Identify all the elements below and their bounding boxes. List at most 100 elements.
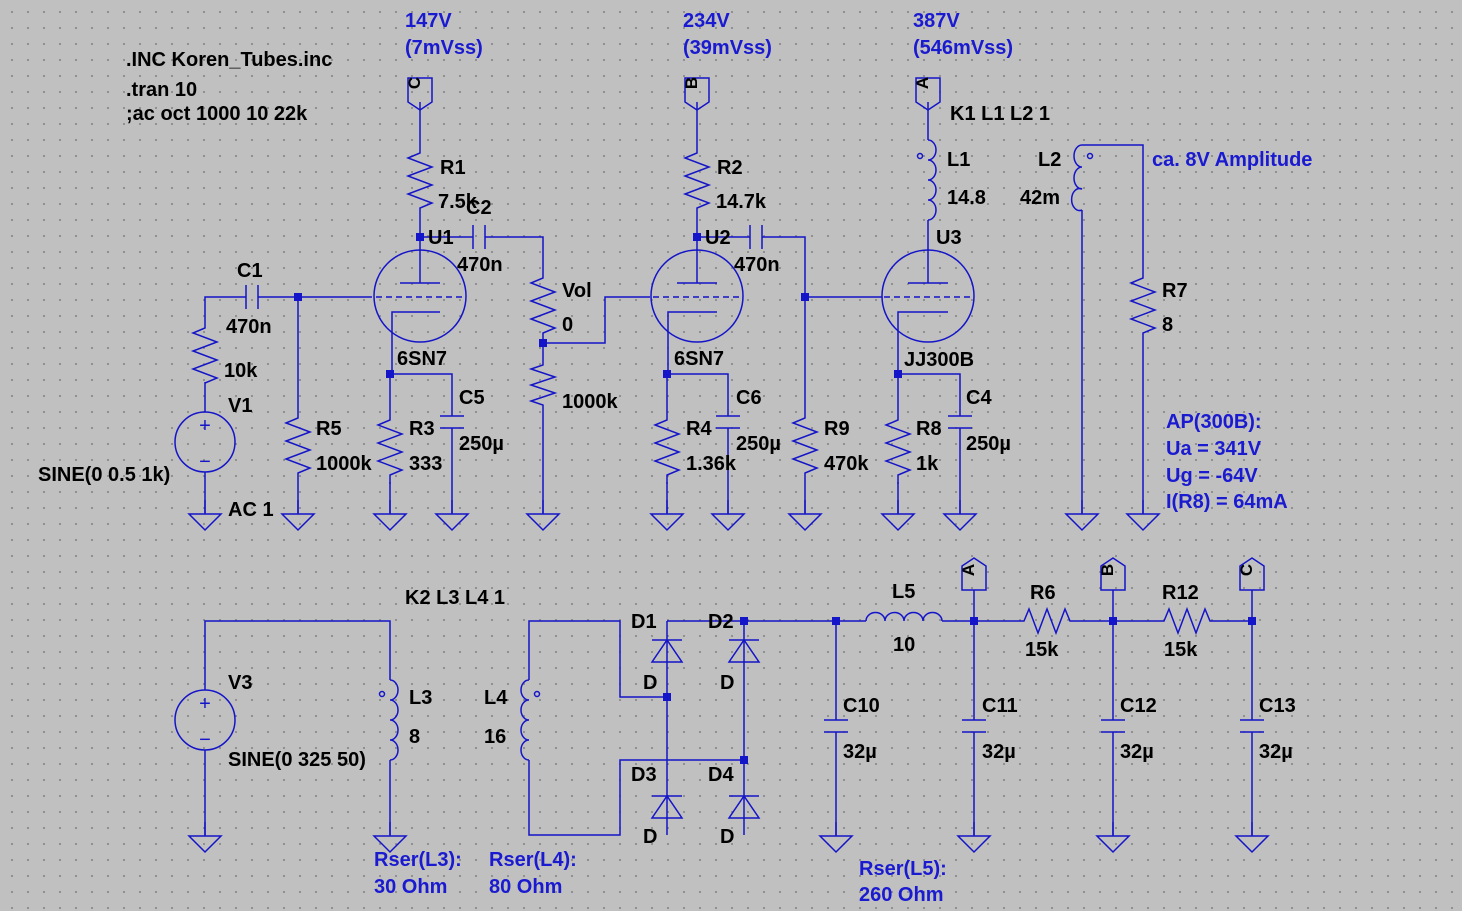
v3-value[interactable]: SINE(0 325 50) <box>228 749 366 771</box>
r8-value[interactable]: 1k <box>916 453 939 475</box>
l3-value[interactable]: 8 <box>409 726 420 748</box>
r1-name[interactable]: R1 <box>440 157 466 179</box>
l1-value[interactable]: 14.8 <box>947 187 986 209</box>
r7-value[interactable]: 8 <box>1162 314 1173 336</box>
capacitor-symbols[interactable] <box>245 225 1264 733</box>
note-rser-l5-value: 260 Ohm <box>859 884 943 906</box>
c5-name[interactable]: C5 <box>459 387 485 409</box>
d4-model[interactable]: D <box>720 826 734 848</box>
u2-name[interactable]: U2 <box>705 227 731 249</box>
r3-value[interactable]: 333 <box>409 453 442 475</box>
note-rser-l3-value: 30 Ohm <box>374 876 447 898</box>
junctions <box>294 233 1256 764</box>
r12-name[interactable]: R12 <box>1162 582 1199 604</box>
c10-value[interactable]: 32µ <box>843 741 877 763</box>
c10-name[interactable]: C10 <box>843 695 880 717</box>
d2-model[interactable]: D <box>720 672 734 694</box>
v3-name[interactable]: V3 <box>228 672 252 694</box>
d4-name[interactable]: D4 <box>708 764 734 786</box>
l4-value[interactable]: 16 <box>484 726 506 748</box>
resistor-symbols[interactable] <box>190 145 1212 636</box>
note-ap-title: AP(300B): <box>1166 411 1262 433</box>
diode-symbols[interactable] <box>650 638 761 819</box>
u1-model[interactable]: 6SN7 <box>397 348 447 370</box>
directive-include[interactable]: .INC Koren_Tubes.inc <box>126 49 332 71</box>
v1-name[interactable]: V1 <box>228 395 252 417</box>
r9-name[interactable]: R9 <box>824 418 850 440</box>
c3-value[interactable]: 470n <box>734 254 780 276</box>
r1-value[interactable]: 7.5k <box>438 191 478 213</box>
r6-name[interactable]: R6 <box>1030 582 1056 604</box>
r8-name[interactable]: R8 <box>916 418 942 440</box>
u1-name[interactable]: U1 <box>428 227 454 249</box>
l3-name[interactable]: L3 <box>409 687 432 709</box>
l4-name[interactable]: L4 <box>484 687 508 709</box>
r5-value[interactable]: 1000k <box>316 453 372 475</box>
note-rser-l4-value: 80 Ohm <box>489 876 562 898</box>
c4-name[interactable]: C4 <box>966 387 992 409</box>
triode-symbols[interactable] <box>373 249 975 343</box>
r2-name[interactable]: R2 <box>717 157 743 179</box>
c12-value[interactable]: 32µ <box>1120 741 1154 763</box>
l2-name[interactable]: L2 <box>1038 149 1061 171</box>
r3-name[interactable]: R3 <box>409 418 435 440</box>
directive-ac[interactable]: ;ac oct 1000 10 22k <box>126 103 308 125</box>
r6-value[interactable]: 15k <box>1025 639 1059 661</box>
d2-name[interactable]: D2 <box>708 611 734 633</box>
c4-value[interactable]: 250µ <box>966 433 1011 455</box>
l2-value[interactable]: 42m <box>1020 187 1060 209</box>
note-amplitude: ca. 8V Amplitude <box>1152 149 1312 171</box>
vol-lower-value[interactable]: 1000k <box>562 391 618 413</box>
r4-name[interactable]: R4 <box>686 418 712 440</box>
voltage-c-dc: 147V <box>405 10 452 32</box>
r2-value[interactable]: 14.7k <box>716 191 767 213</box>
directive-k2[interactable]: K2 L3 L4 1 <box>405 587 505 609</box>
u3-name[interactable]: U3 <box>936 227 962 249</box>
vol-name[interactable]: Vol <box>562 280 592 302</box>
c6-name[interactable]: C6 <box>736 387 762 409</box>
u2-model[interactable]: 6SN7 <box>674 348 724 370</box>
c6-value[interactable]: 250µ <box>736 433 781 455</box>
c13-value[interactable]: 32µ <box>1259 741 1293 763</box>
spice-directives[interactable]: .INC Koren_Tubes.inc .tran 10 ;ac oct 10… <box>126 49 1050 609</box>
d1-model[interactable]: D <box>643 672 657 694</box>
vol-value[interactable]: 0 <box>562 314 573 336</box>
voltage-a-ripple: (546mVss) <box>913 37 1013 59</box>
c1-value[interactable]: 470n <box>226 316 272 338</box>
c2-value[interactable]: 470n <box>457 254 503 276</box>
d3-name[interactable]: D3 <box>631 764 657 786</box>
component-labels[interactable]: R1 7.5k C2 470n U1 6SN7 C1 470n 10k V1 S… <box>38 149 1296 848</box>
voltage-annotations: 147V (7mVss) 234V (39mVss) 387V (546mVss… <box>374 10 1312 906</box>
c5-value[interactable]: 250µ <box>459 433 504 455</box>
c2-name[interactable]: C2 <box>466 197 492 219</box>
u3-model[interactable]: JJ300B <box>904 349 974 371</box>
net-flag-c-bottom: C <box>1237 564 1256 576</box>
voltage-source-symbols[interactable]: + − + − <box>174 411 236 751</box>
d3-model[interactable]: D <box>643 826 657 848</box>
rin-value[interactable]: 10k <box>224 360 258 382</box>
r5-name[interactable]: R5 <box>316 418 342 440</box>
r7-name[interactable]: R7 <box>1162 280 1188 302</box>
l5-value[interactable]: 10 <box>893 634 915 656</box>
r12-value[interactable]: 15k <box>1164 639 1198 661</box>
r9-value[interactable]: 470k <box>824 453 869 475</box>
c13-name[interactable]: C13 <box>1259 695 1296 717</box>
c1-name[interactable]: C1 <box>237 260 263 282</box>
net-flag-a-bottom: A <box>959 564 978 576</box>
c12-name[interactable]: C12 <box>1120 695 1157 717</box>
v1-value[interactable]: SINE(0 0.5 1k) <box>38 464 170 486</box>
r4-value[interactable]: 1.36k <box>686 453 737 475</box>
c11-name[interactable]: C11 <box>982 695 1018 717</box>
v1-ac[interactable]: AC 1 <box>228 499 274 521</box>
directive-k1[interactable]: K1 L1 L2 1 <box>950 103 1050 125</box>
inductor-symbols[interactable] <box>378 139 1094 761</box>
note-rser-l4-title: Rser(L4): <box>489 849 577 871</box>
net-flags[interactable]: C B A A B C <box>405 77 1265 591</box>
l1-name[interactable]: L1 <box>947 149 970 171</box>
directive-tran[interactable]: .tran 10 <box>126 79 197 101</box>
c11-value[interactable]: 32µ <box>982 741 1016 763</box>
svg-text:−: − <box>199 451 211 473</box>
l5-name[interactable]: L5 <box>892 581 915 603</box>
d1-name[interactable]: D1 <box>631 611 657 633</box>
